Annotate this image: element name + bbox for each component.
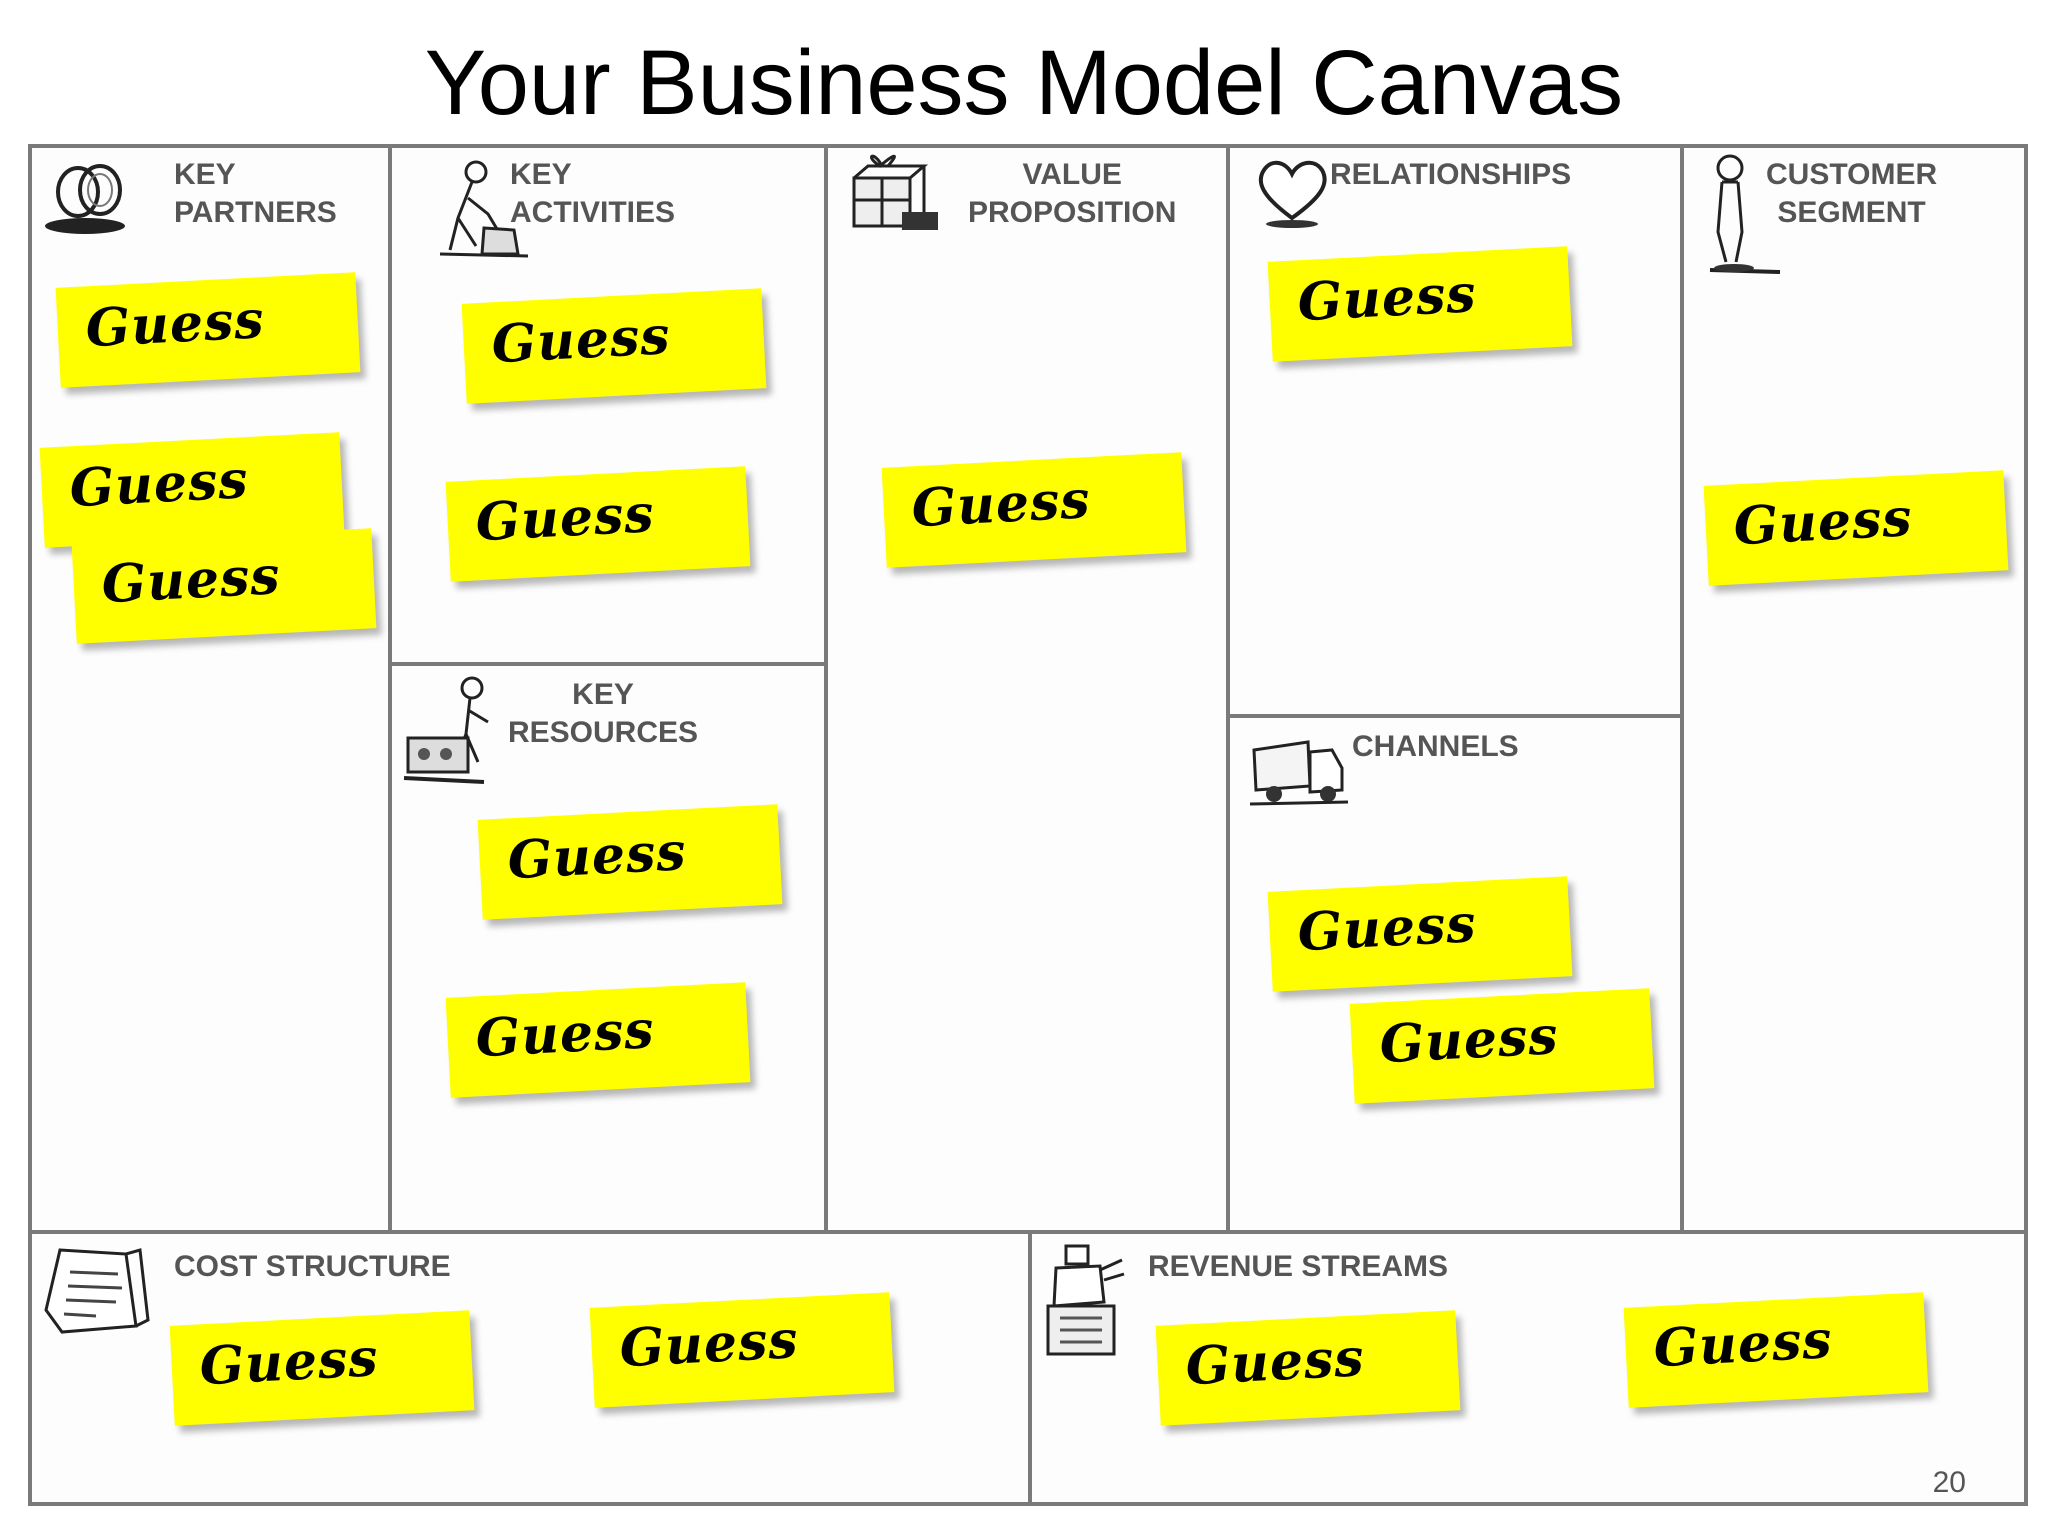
note-text: Guess <box>198 1327 380 1398</box>
relationships-note-1[interactable]: Guess <box>1267 246 1573 362</box>
key-partners-label: KEY PARTNERS <box>174 158 337 229</box>
revenue-streams-label: REVENUE STREAMS <box>1148 1250 1449 1283</box>
cost-structure-label: COST STRUCTURE <box>174 1250 451 1283</box>
person-icon <box>1709 154 1781 274</box>
key-partners-note-3[interactable]: Guess <box>71 528 377 644</box>
note-text: Guess <box>506 821 688 892</box>
note-text: Guess <box>910 469 1092 540</box>
customer-segment-section <box>1680 144 2028 1234</box>
key-activities-note-2[interactable]: Guess <box>445 466 751 582</box>
page-title: Your Business Model Canvas <box>424 32 1624 134</box>
value-proposition-label: VALUE PROPOSITION <box>968 158 1177 229</box>
note-text: Guess <box>1732 487 1914 558</box>
heart-icon <box>1258 160 1327 228</box>
worker-icon <box>439 160 529 258</box>
note-text: Guess <box>1378 1005 1560 1076</box>
page-number: 20 <box>1932 1466 1966 1499</box>
key-resources-note-1[interactable]: Guess <box>477 804 783 920</box>
truck-icon <box>1249 740 1349 806</box>
value-proposition-note-1[interactable]: Guess <box>881 452 1187 568</box>
machine-icon <box>403 676 489 784</box>
channels-label: CHANNELS <box>1352 730 1519 763</box>
rings-icon <box>45 164 125 234</box>
note-text: Guess <box>490 305 672 376</box>
key-partners-note-1[interactable]: Guess <box>55 272 361 388</box>
key-activities-note-1[interactable]: Guess <box>461 288 767 404</box>
note-text: Guess <box>68 449 250 520</box>
note-text: Guess <box>1184 1327 1366 1398</box>
note-text: Guess <box>1296 263 1478 334</box>
cash-register-icon <box>1046 1244 1125 1356</box>
revenue-streams-note-1[interactable]: Guess <box>1155 1310 1461 1426</box>
note-text: Guess <box>1296 893 1478 964</box>
key-activities-label: KEY ACTIVITIES <box>510 158 676 229</box>
note-text: Guess <box>618 1309 800 1380</box>
note-text: Guess <box>1652 1309 1834 1380</box>
customer-segment-label: CUSTOMER SEGMENT <box>1766 158 1938 229</box>
value-proposition-section <box>824 144 1230 1234</box>
note-text: Guess <box>474 483 656 554</box>
note-text: Guess <box>84 289 266 360</box>
note-text: Guess <box>100 545 282 616</box>
cost-structure-note-2[interactable]: Guess <box>589 1292 895 1408</box>
key-resources-label: KEY RESOURCES <box>508 678 699 749</box>
note-text: Guess <box>474 999 656 1070</box>
relationships-label: RELATIONSHIPS <box>1330 158 1572 191</box>
channels-note-1[interactable]: Guess <box>1267 876 1573 992</box>
receipt-icon <box>44 1248 150 1334</box>
key-partners-note-2[interactable]: Guess <box>39 432 345 548</box>
channels-note-2[interactable]: Guess <box>1349 988 1655 1104</box>
cost-structure-note-1[interactable]: Guess <box>169 1310 475 1426</box>
gift-icon <box>852 154 938 230</box>
customer-segment-note-1[interactable]: Guess <box>1703 470 2009 586</box>
revenue-streams-note-2[interactable]: Guess <box>1623 1292 1929 1408</box>
key-resources-note-2[interactable]: Guess <box>445 982 751 1098</box>
